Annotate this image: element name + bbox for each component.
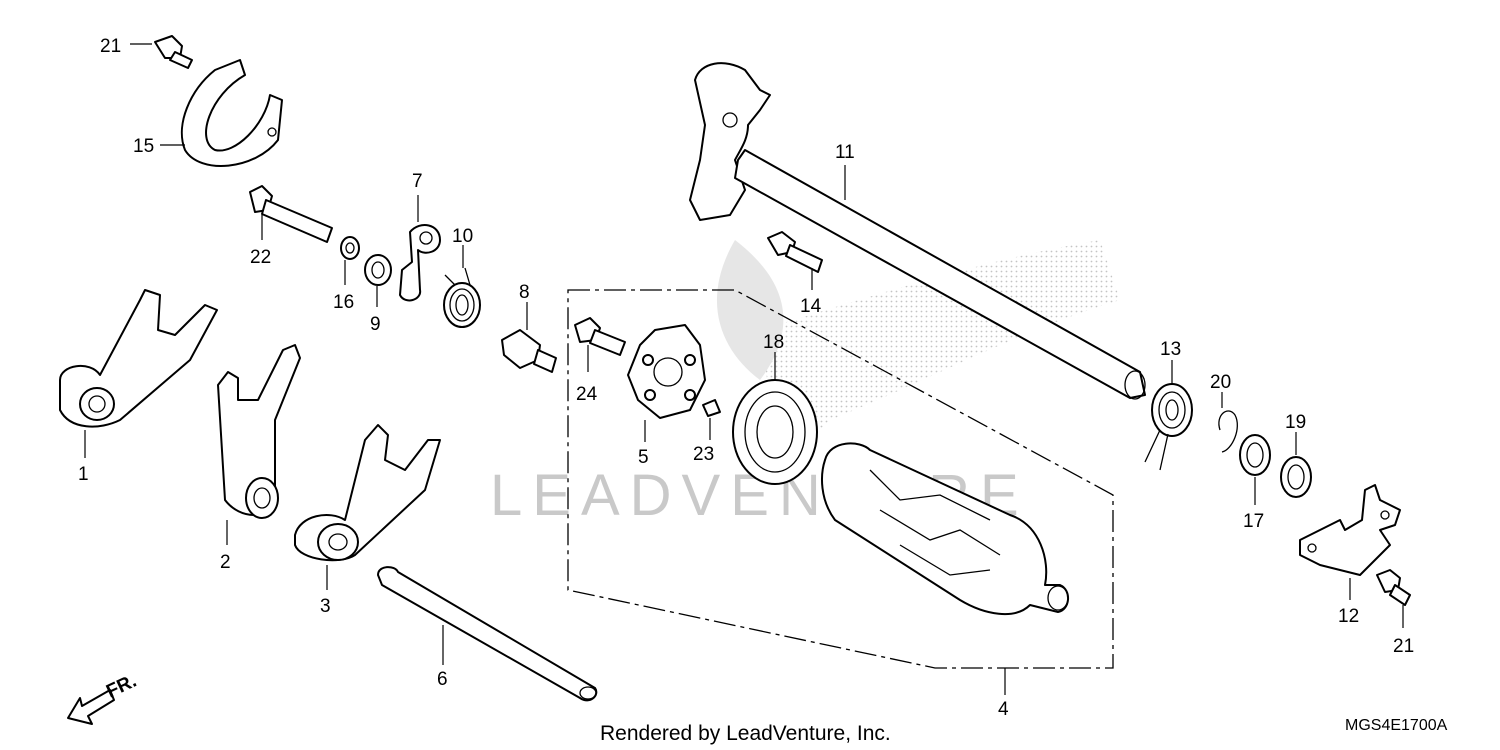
part-7-stopper-arm[interactable]: 7 [399,171,441,302]
part-15-bracket[interactable]: 15 [133,59,283,167]
label-16: 16 [333,292,354,313]
part-10-spring[interactable]: 10 [443,226,481,328]
label-1: 1 [78,464,89,485]
part-9-washer[interactable]: 9 [364,254,392,335]
label-6: 6 [437,669,448,690]
part-8-pin[interactable]: 8 [501,282,557,373]
part-5-cam-plate[interactable]: 5 [627,324,706,468]
label-10: 10 [452,226,473,247]
part-17-washer[interactable]: 17 [1239,434,1271,532]
label-7: 7 [412,171,423,192]
part-2-shift-fork[interactable]: 2 [217,344,301,573]
label-9: 9 [370,314,381,335]
part-19-oil-seal[interactable]: 19 [1280,412,1312,498]
assembly-outline-4 [567,289,1114,669]
label-8: 8 [519,282,530,303]
label-17: 17 [1243,511,1264,532]
part-14-stud[interactable]: 14 [767,231,823,317]
label-19: 19 [1285,412,1306,433]
label-20: 20 [1210,372,1231,393]
label-14: 14 [800,296,822,317]
label-13: 13 [1160,339,1181,360]
part-4-shift-drum[interactable]: 4 [821,442,1069,720]
front-direction-arrow: FR. [67,671,140,725]
part-18-bearing[interactable]: 18 [732,332,818,485]
label-2: 2 [220,552,231,573]
label-12: 12 [1338,606,1359,627]
label-15: 15 [133,136,154,157]
watermark-flame-shape [716,240,784,380]
part-23-dowel-pin[interactable]: 23 [693,399,721,465]
label-18: 18 [763,332,784,353]
label-24: 24 [576,384,598,405]
label-3: 3 [320,596,331,617]
label-5: 5 [638,447,649,468]
label-22: 22 [250,247,271,268]
label-23: 23 [693,444,714,465]
label-21-top: 21 [100,36,121,57]
label-21-bottom: 21 [1393,636,1414,657]
part-16-washer[interactable]: 16 [333,236,360,313]
part-1-shift-fork[interactable]: 1 [59,289,218,485]
part-11-shift-spindle[interactable]: 11 [689,62,1146,400]
part-3-shift-fork[interactable]: 3 [294,424,441,617]
part-13-return-spring[interactable]: 13 [1144,339,1193,471]
credit-text: Rendered by LeadVenture, Inc. [600,722,891,745]
part-6-fork-shaft[interactable]: 6 [377,566,598,702]
part-21-bolt-top[interactable]: 21 [100,35,193,69]
part-24-bolt[interactable]: 24 [574,317,626,405]
watermark-wing-shape [760,240,1120,470]
part-12-guide-plate[interactable]: 12 [1299,484,1401,627]
part-21-bolt-bottom[interactable]: 21 [1376,569,1414,657]
label-4: 4 [998,699,1009,720]
diagram-code: MGS4E1700A [1345,717,1448,734]
part-20-circlip[interactable]: 20 [1210,372,1238,453]
part-22-long-bolt[interactable]: 22 [249,185,333,268]
label-11: 11 [835,142,855,163]
